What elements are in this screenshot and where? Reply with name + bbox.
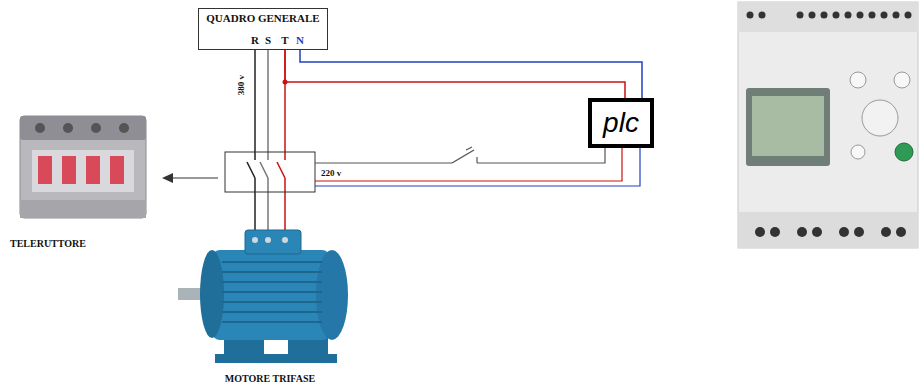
terminal-screw bbox=[63, 123, 73, 133]
contactor-photo bbox=[20, 116, 146, 218]
contact-tab bbox=[38, 156, 52, 184]
plc-photo bbox=[738, 2, 918, 248]
phase-terminal-label: N bbox=[296, 34, 304, 46]
terminal-screw bbox=[833, 12, 840, 19]
terminal-screw bbox=[770, 227, 780, 237]
terminal-screw bbox=[265, 237, 271, 243]
contactor-top bbox=[20, 116, 146, 140]
phase-terminal-label: R bbox=[251, 34, 259, 46]
motor-fin bbox=[222, 311, 322, 313]
terminal-screw bbox=[881, 227, 891, 237]
terminal-screw bbox=[755, 227, 765, 237]
contact-tab bbox=[62, 156, 76, 184]
phase-wire bbox=[267, 178, 269, 232]
plc-box: plc bbox=[588, 98, 654, 148]
terminal-screw bbox=[821, 12, 828, 19]
phase-terminal-label: S bbox=[265, 34, 271, 46]
terminal-screw bbox=[797, 12, 804, 19]
component-caption: MOTORE TRIFASE bbox=[225, 373, 315, 384]
plc-terminal-strip bbox=[738, 2, 918, 32]
control-wire bbox=[315, 162, 452, 163]
motor-fin bbox=[222, 261, 322, 263]
plc-ok-button bbox=[895, 143, 913, 161]
terminal-screw bbox=[812, 227, 822, 237]
motor-fin bbox=[222, 291, 322, 293]
terminal-screw bbox=[119, 123, 129, 133]
motor-fin bbox=[222, 321, 322, 323]
plc-button bbox=[850, 72, 866, 88]
terminal-screw bbox=[893, 12, 900, 19]
terminal-screw bbox=[759, 12, 766, 19]
control-wire bbox=[477, 148, 605, 163]
switch-symbol bbox=[466, 147, 472, 150]
terminal-box bbox=[245, 230, 301, 254]
switchboard-box: QUADRO GENERALE RSTN bbox=[198, 8, 328, 50]
contact-blade bbox=[247, 162, 255, 178]
terminal-screw bbox=[839, 227, 849, 237]
plc-label: plc bbox=[592, 102, 650, 144]
plc-dpad bbox=[862, 100, 898, 136]
terminal-screw bbox=[857, 12, 864, 19]
terminal-screw bbox=[747, 12, 754, 19]
terminal-screw bbox=[881, 12, 888, 19]
terminal-screw bbox=[869, 12, 876, 19]
motor-photo bbox=[178, 230, 348, 363]
phase-wire bbox=[254, 50, 256, 160]
contact-tab bbox=[110, 156, 124, 184]
terminal-screw bbox=[845, 12, 852, 19]
motor-flange bbox=[200, 250, 224, 338]
terminal-screw bbox=[252, 237, 258, 243]
terminal-screw bbox=[854, 227, 864, 237]
lcd-screen bbox=[752, 96, 824, 156]
contactor-front bbox=[32, 150, 134, 192]
terminal-screw bbox=[896, 227, 906, 237]
component-caption: TELERUTTORE bbox=[10, 238, 86, 249]
terminal-screw bbox=[91, 123, 101, 133]
contactor-body bbox=[20, 116, 146, 218]
terminal-screw bbox=[905, 12, 912, 19]
motor-fin bbox=[222, 281, 322, 283]
contact-tab bbox=[86, 156, 100, 184]
voltage-label: 220 v bbox=[321, 168, 341, 178]
pointer-arrow bbox=[172, 177, 218, 178]
motor-fin bbox=[222, 271, 322, 273]
terminal-screw bbox=[797, 227, 807, 237]
contactor-base bbox=[20, 200, 146, 218]
terminal-screw bbox=[35, 123, 45, 133]
voltage-label: 380 v bbox=[236, 75, 246, 95]
motor-end bbox=[316, 250, 348, 340]
supply-wire bbox=[300, 50, 642, 98]
control-wire bbox=[315, 148, 640, 186]
plc-bottom-strip bbox=[738, 212, 918, 248]
terminal-screw bbox=[809, 12, 816, 19]
phase-wire bbox=[284, 178, 286, 232]
motor-fin bbox=[222, 301, 322, 303]
switch-symbol bbox=[476, 157, 477, 163]
plc-button bbox=[851, 145, 865, 159]
terminal-screw bbox=[282, 237, 288, 243]
contact-blade bbox=[277, 162, 285, 178]
lcd-bezel bbox=[746, 88, 830, 166]
phase-wire bbox=[254, 178, 256, 232]
phase-wire bbox=[267, 50, 269, 160]
contact-blade bbox=[260, 162, 268, 178]
panel-title: QUADRO GENERALE bbox=[199, 12, 327, 25]
plc-button bbox=[894, 72, 910, 88]
contactor-symbol bbox=[225, 152, 315, 192]
switch-symbol bbox=[452, 150, 474, 163]
phase-terminal-label: T bbox=[281, 34, 288, 46]
supply-wire bbox=[285, 50, 625, 98]
motor-body bbox=[212, 250, 330, 340]
control-wire bbox=[315, 148, 622, 181]
plc-housing bbox=[738, 2, 918, 248]
arrow-head bbox=[162, 173, 173, 183]
